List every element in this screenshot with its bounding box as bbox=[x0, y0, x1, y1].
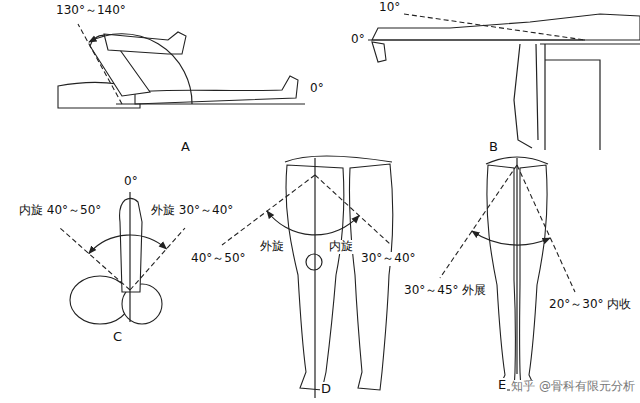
foot bbox=[120, 198, 142, 292]
angle-label: 20°～30° 内收 bbox=[548, 298, 632, 312]
motion-arc bbox=[89, 34, 192, 104]
panel-d-figure bbox=[222, 156, 393, 398]
table bbox=[540, 44, 640, 150]
zero-line bbox=[314, 158, 315, 398]
angle-label: 外旋 30°～40° bbox=[150, 204, 234, 218]
panel-letter: E bbox=[497, 378, 507, 393]
angle-label: 0° bbox=[350, 33, 366, 47]
panel-letter: C bbox=[112, 330, 123, 345]
extension-line bbox=[404, 14, 585, 40]
angle-label: 内旋 40°～50° bbox=[18, 204, 102, 218]
adduction-line bbox=[517, 165, 575, 292]
angle-label: 30°～45° 外展 bbox=[403, 284, 487, 298]
direction-label: 内旋 bbox=[328, 240, 354, 254]
knee bbox=[70, 276, 130, 324]
kneecap bbox=[306, 254, 322, 270]
angle-label: 30°～40° bbox=[360, 252, 417, 266]
hanging-leg bbox=[514, 44, 538, 148]
angle-label: 40°～50° bbox=[190, 252, 247, 266]
pelvis bbox=[285, 156, 392, 162]
angle-label: 10° bbox=[378, 1, 401, 15]
internal-rotation-line bbox=[60, 228, 130, 290]
flexion-line bbox=[78, 24, 122, 104]
angle-label: 0° bbox=[309, 82, 325, 96]
foot bbox=[372, 42, 386, 62]
watermark: 知乎 @骨科有限元分析 bbox=[510, 380, 636, 394]
zero-line bbox=[116, 103, 305, 104]
leg bbox=[520, 165, 548, 390]
zero-line bbox=[516, 158, 517, 374]
zero-line bbox=[368, 39, 585, 40]
abduction-line bbox=[440, 165, 517, 278]
panel-letter: A bbox=[180, 140, 191, 155]
lower-leg bbox=[104, 32, 186, 54]
angle-label: 130°～140° bbox=[55, 4, 127, 18]
motion-arc bbox=[472, 231, 550, 245]
leg bbox=[487, 165, 515, 390]
motion-arc bbox=[267, 211, 359, 235]
prone-leg bbox=[372, 14, 640, 40]
zero-line bbox=[129, 192, 130, 322]
external-rotation-line bbox=[222, 175, 315, 245]
external-rotation-line bbox=[130, 228, 185, 290]
angle-label: 0° bbox=[123, 175, 139, 189]
motion-arc bbox=[89, 235, 167, 254]
panel-e-figure bbox=[440, 157, 575, 390]
panel-a-figure bbox=[58, 24, 305, 108]
panel-letter: B bbox=[488, 140, 499, 155]
panel-b-figure bbox=[368, 14, 640, 150]
extended-leg bbox=[135, 76, 298, 104]
panel-letter: D bbox=[320, 382, 332, 397]
direction-label: 外旋 bbox=[259, 240, 285, 254]
leg bbox=[349, 164, 392, 390]
